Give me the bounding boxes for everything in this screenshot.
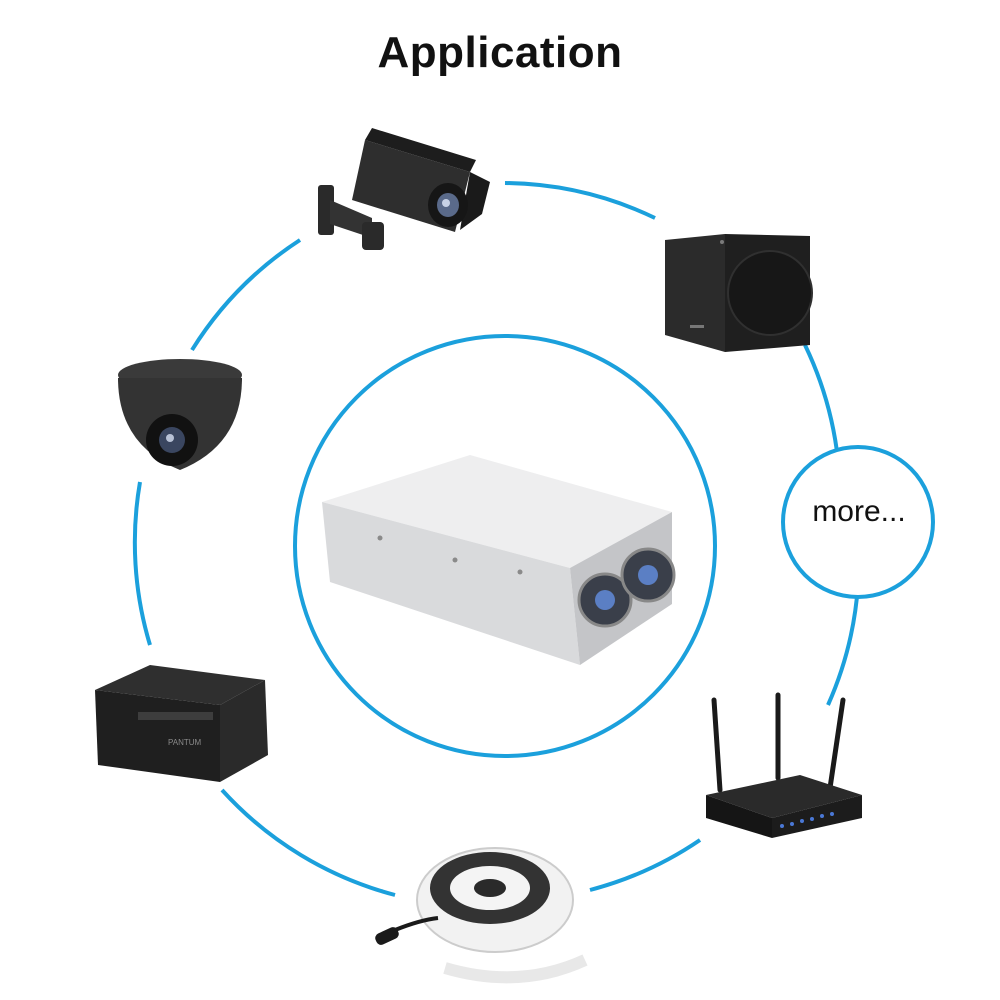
ring-arc-top	[504, 181, 656, 220]
router-icon	[706, 692, 862, 838]
more-label: more...	[812, 495, 906, 528]
bullet-camera-icon	[318, 128, 490, 250]
power-supply-icon	[322, 455, 676, 665]
printer-brand-text: PANTUM	[168, 738, 202, 747]
speaker-icon	[665, 234, 813, 352]
dome-camera-icon	[118, 359, 242, 470]
printer-icon: PANTUM	[95, 665, 268, 782]
ring-arc-bottom-left	[220, 788, 396, 897]
ring-arc-right-upper	[803, 344, 840, 461]
ring-arc-bottom-right	[589, 838, 702, 892]
more-bubble	[781, 445, 935, 599]
ring-arc-left	[132, 481, 152, 646]
led-strip-icon	[375, 847, 588, 984]
ring-arc-right-lower	[826, 584, 860, 706]
inner-ring	[293, 334, 717, 758]
ring-arc-upper-left	[190, 238, 302, 352]
page-title: Application	[377, 28, 623, 77]
